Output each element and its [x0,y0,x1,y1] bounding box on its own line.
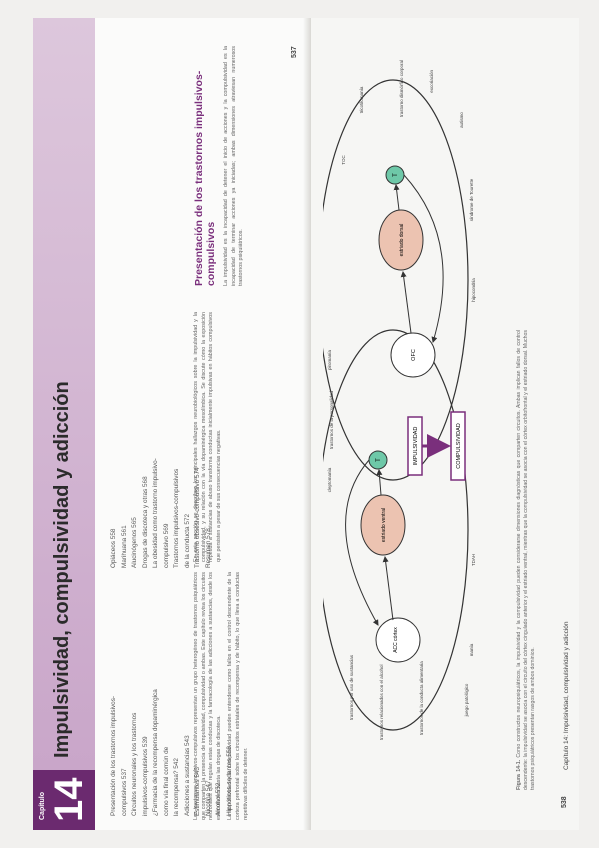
disorder-label: cleptomanía [327,467,332,492]
compulsivity-label: COMPULSIVIDAD [456,423,462,469]
disorder-label: hipocondría [471,278,476,302]
impulsivity-label: IMPULSIVIDAD [413,427,419,466]
toc-entry: compulsivo 569 [162,523,170,568]
left-page: Capítulo 14 Impulsividad, compulsividad … [33,18,311,830]
book-spread: Capítulo 14 Impulsividad, compulsividad … [33,18,579,830]
disorder-label: trastornos por uso de sustancias [349,654,354,720]
compulsivity-disorder-labels: TOC tricotilomanía trastorno dismórfico co… [341,60,476,302]
disorder-label: tricotilomanía [359,86,364,113]
impulsivity-disorder-labels: trastornos relacionados con el alcohol tr… [349,554,476,740]
toc-entry: Marihuana 561 [120,525,128,568]
left-page-content: Capítulo 14 Impulsividad, compulsividad … [33,18,311,830]
toc-entry: Trastornos impulsivos-compulsivos [173,468,180,568]
disorder-label: TOC [341,155,346,165]
toc-entry: la recompensa? 542 [173,758,180,816]
disorder-label: trastornos de la personalidad [329,390,334,449]
toc-entry: Drogas de discoteca y otras 568 [141,476,149,568]
toc-entry: Adicciones a sustancias 543 [183,735,191,816]
disorder-label: excoriación [429,70,434,93]
disorder-label: juego patológico [464,683,469,717]
ventral-striatum-node [360,494,406,556]
ofc-node [390,332,436,378]
chapter-number: 14 [47,777,91,823]
page-number-right: 538 [561,796,568,808]
disorder-label: manía [469,643,474,656]
section-body-text: La impulsividad es la incapacidad de det… [223,46,245,286]
right-page-content: Capítulo 14: Impulsividad, compulsividad… [311,18,579,830]
disorder-label: trastornos de la conducta alimentaria [419,661,424,735]
figure-caption-title: Figura 14-1. [516,759,522,790]
toc-entry: Opiáceos 558 [110,528,117,568]
acc-label: ACC córtex [393,627,399,653]
acc-node [375,617,421,663]
toc-entry: Alucinógenos 565 [131,517,138,568]
compulsivity-box [450,411,466,481]
toc-entry: compulsivos 537 [120,768,128,816]
right-page: Capítulo 14: Impulsividad, compulsividad… [311,18,579,830]
compulsivity-circle [323,79,469,481]
body-text-column-2: En esta sección se describen los princip… [193,312,227,562]
body-paragraph: En esta sección se describen los princip… [193,312,222,562]
figure-caption-text: Como constructos neuropsiquiátricos, la … [516,330,536,790]
thalamus-label-right: T [393,173,399,177]
toc-entry: ¿Farmacia de la recompensa dopaminérgica [152,689,159,816]
disorder-label: trastorno dismórfico corporal [399,60,404,117]
impulsivity-compulsivity-figure: ACC córtex estriado ventral T OFC estria… [323,60,476,740]
body-text-column-1: Los trastornos impulsivos-compulsivos re… [193,572,254,820]
disorder-label: TDAH [471,554,476,566]
page-number-left: 537 [291,46,298,58]
toc-entry: como vía final común de [162,746,170,816]
chapter-banner: Capítulo 14 Impulsividad, compulsividad … [33,18,95,830]
section-heading: Presentación de los trastornos impulsivo… [193,70,217,286]
disorder-label: síndrome de Tourette [469,178,474,221]
body-paragraph: La impulsividad y la compulsividad puede… [227,572,249,820]
ofc-label: OFC [411,349,417,361]
figure-caption: Figura 14-1. Como constructos neuropsiqu… [516,330,537,790]
toc-entry: impulsivos-compulsivos 539 [141,736,149,816]
chapter-label: Capítulo [39,792,46,820]
toc-entry: Circuitos neuronales y los trastornos [131,712,138,816]
disorder-label: autismo [459,112,464,128]
body-paragraph: Los trastornos impulsivos-compulsivos re… [193,572,222,820]
disorder-label: trastornos relacionados con el alcohol [379,664,384,740]
dorsal-striatum-label: estriado dorsal [399,224,405,257]
ventral-striatum-label: estriado ventral [381,508,387,542]
toc-entry: de la conducta 572 [183,513,191,568]
shared-disorder-labels: trastornos de la personalidad piromanía cl… [327,350,334,493]
impulsivity-circle [323,329,469,731]
toc-entry: Presentación de los trastornos impulsivo… [110,695,117,816]
thalamus-label-left: T [376,458,382,462]
toc-entry: La obesidad como trastorno impulsivo- [152,458,159,568]
running-head: Capítulo 14: Impulsividad, compulsividad… [563,621,570,771]
chapter-title: Impulsividad, compulsividad y adicción [51,381,73,758]
dorsal-striatum-node [378,209,424,271]
disorder-label: piromanía [327,350,332,371]
